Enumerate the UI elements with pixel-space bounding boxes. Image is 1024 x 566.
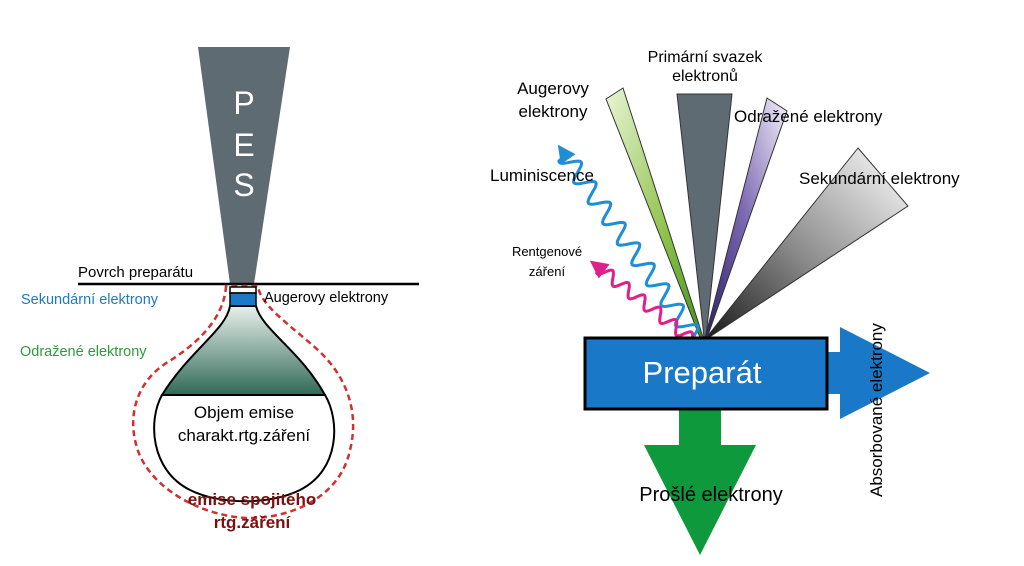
beam-letter-s: S xyxy=(233,167,254,203)
xray-label-line2: záření xyxy=(529,264,566,279)
continuous-xray-label-line2: rtg.záření xyxy=(214,513,292,532)
characteristic-xray-label-line2: charakt.rtg.záření xyxy=(178,426,311,445)
specimen-box xyxy=(583,336,829,411)
beam-letter-e: E xyxy=(233,127,254,163)
xray-wave-arrow xyxy=(589,260,695,341)
auger-electron-layer xyxy=(229,286,257,294)
absorbed-electrons-label: Absorbované elektrony xyxy=(867,323,886,497)
transmitted-electrons-arrow xyxy=(644,408,756,555)
reflected-electrons-label: Odražené elektrony xyxy=(734,107,883,126)
absorbed-electrons-arrow xyxy=(820,327,930,419)
luminescence-label: Luminiscence xyxy=(490,166,594,185)
secondary-electrons-label-right: Sekundární elektrony xyxy=(799,169,960,188)
characteristic-xray-volume xyxy=(153,394,336,503)
specimen-label: Preparát xyxy=(643,355,762,390)
characteristic-xray-label-line1: Objem emise xyxy=(194,403,294,422)
continuous-xray-label-line1: emise spojitého xyxy=(188,490,316,509)
xray-label-line1: Rentgenové xyxy=(512,244,582,259)
primary-beam-label-line1: Primární svazek xyxy=(648,49,764,66)
auger-label-line2: elektrony xyxy=(519,102,588,121)
left-interaction-volume-diagram: P E S Povrch preparátu Sekundární elektr… xyxy=(20,47,419,532)
auger-label-line1: Augerovy xyxy=(517,79,589,98)
backscattered-volume xyxy=(160,305,327,396)
secondary-electrons-label: Sekundární elektrony xyxy=(21,292,159,308)
transmitted-electrons-label: Prošlé elektrony xyxy=(639,484,782,506)
backscattered-electrons-label: Odražené elektrony xyxy=(20,344,147,360)
beam-letter-p: P xyxy=(233,85,254,121)
right-signals-diagram: Preparát Primární svazek elektronů Auger… xyxy=(490,49,960,555)
surface-label: Povrch preparátu xyxy=(78,264,193,281)
auger-electrons-label: Augerovy elektrony xyxy=(264,290,389,306)
secondary-electron-layer xyxy=(229,292,257,307)
luminescence-wave-arrow xyxy=(557,144,700,337)
primary-beam-cone xyxy=(198,47,290,284)
primary-beam-label-line2: elektronů xyxy=(672,67,738,85)
